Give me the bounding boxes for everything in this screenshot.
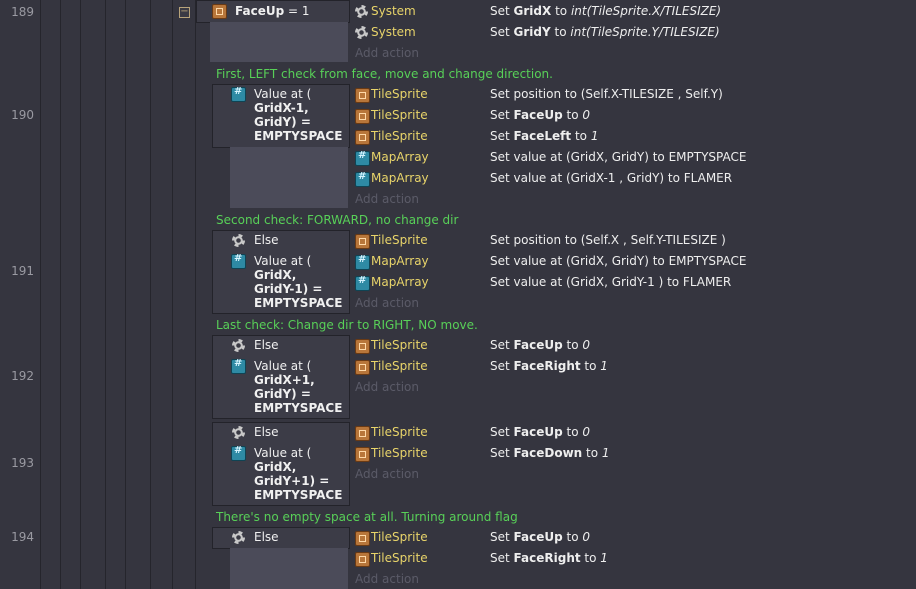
add-action-link[interactable]: Add action bbox=[355, 192, 419, 206]
maparray-icon bbox=[355, 254, 370, 270]
object-tilesprite[interactable]: TileSprite bbox=[371, 425, 428, 439]
condition-value-at[interactable]: Value at (GridX,GridY+1) =EMPTYSPACE bbox=[254, 446, 343, 502]
tilesprite-icon bbox=[355, 552, 370, 567]
object-tilesprite[interactable]: TileSprite bbox=[371, 446, 428, 460]
object-maparray[interactable]: MapArray bbox=[371, 150, 429, 164]
condition-else[interactable]: Else bbox=[254, 530, 279, 544]
object-maparray[interactable]: MapArray bbox=[371, 254, 429, 268]
action-set-value-flamer[interactable]: Set value at (GridX, GridY-1 ) to FLAMER bbox=[490, 275, 732, 289]
condition-value-at[interactable]: Value at (GridX,GridY-1) =EMPTYSPACE bbox=[254, 254, 343, 310]
action-set-facedown[interactable]: Set FaceDown to 1 bbox=[490, 446, 610, 460]
indent-guide bbox=[80, 0, 81, 589]
object-tilesprite[interactable]: TileSprite bbox=[371, 108, 428, 122]
object-tilesprite[interactable]: TileSprite bbox=[371, 359, 428, 373]
action-set-faceup[interactable]: Set FaceUp to 0 bbox=[490, 338, 591, 352]
action-set-faceright[interactable]: Set FaceRight to 1 bbox=[490, 359, 608, 373]
object-tilesprite[interactable]: TileSprite bbox=[371, 338, 428, 352]
object-maparray[interactable]: MapArray bbox=[371, 171, 429, 185]
object-system[interactable]: System bbox=[371, 4, 416, 18]
object-system[interactable]: System bbox=[371, 25, 416, 39]
action-set-position[interactable]: Set position to (Self.X-TILESIZE , Self.… bbox=[490, 87, 723, 101]
tilesprite-icon bbox=[355, 531, 370, 546]
collapse-toggle-icon[interactable]: − bbox=[179, 6, 190, 18]
comment[interactable]: There's no empty space at all. Turning a… bbox=[216, 510, 518, 524]
condition-area-empty[interactable] bbox=[230, 548, 348, 589]
condition-area-empty[interactable] bbox=[230, 147, 348, 208]
maparray-icon bbox=[355, 171, 370, 187]
maparray-icon bbox=[231, 445, 246, 461]
action-set-faceup[interactable]: Set FaceUp to 0 bbox=[490, 530, 591, 544]
maparray-icon bbox=[231, 358, 246, 374]
line-number: 191 bbox=[11, 264, 34, 278]
tilesprite-icon bbox=[355, 426, 370, 441]
object-tilesprite[interactable]: TileSprite bbox=[371, 551, 428, 565]
line-number: 194 bbox=[11, 530, 34, 544]
system-gear-icon bbox=[232, 426, 245, 439]
comment[interactable]: Last check: Change dir to RIGHT, NO move… bbox=[216, 318, 478, 332]
condition-area-empty[interactable] bbox=[210, 22, 348, 62]
indent-guide bbox=[172, 0, 173, 589]
system-gear-icon bbox=[232, 234, 245, 247]
maparray-icon bbox=[355, 275, 370, 291]
condition-value-at[interactable]: Value at (GridX+1,GridY) =EMPTYSPACE bbox=[254, 359, 343, 415]
tilesprite-icon bbox=[212, 4, 227, 19]
system-gear-icon bbox=[232, 339, 245, 352]
maparray-icon bbox=[231, 253, 246, 269]
condition-value-at[interactable]: Value at (GridX-1,GridY) =EMPTYSPACE bbox=[254, 87, 343, 143]
object-tilesprite[interactable]: TileSprite bbox=[371, 129, 428, 143]
add-action-link[interactable]: Add action bbox=[355, 572, 419, 586]
condition-else[interactable]: Else bbox=[254, 338, 279, 352]
action-set-position[interactable]: Set position to (Self.X , Self.Y-TILESIZ… bbox=[490, 233, 726, 247]
action-set-faceright[interactable]: Set FaceRight to 1 bbox=[490, 551, 608, 565]
indent-guide bbox=[125, 0, 126, 589]
comment[interactable]: Second check: FORWARD, no change dir bbox=[216, 213, 459, 227]
add-action-link[interactable]: Add action bbox=[355, 46, 419, 60]
condition-else[interactable]: Else bbox=[254, 233, 279, 247]
line-number: 189 bbox=[11, 5, 34, 19]
tilesprite-icon bbox=[355, 339, 370, 354]
condition-block-else-value-at[interactable] bbox=[212, 230, 350, 314]
indent-guide bbox=[105, 0, 106, 589]
line-number: 190 bbox=[11, 108, 34, 122]
action-set-faceup[interactable]: Set FaceUp to 0 bbox=[490, 425, 591, 439]
line-number: 193 bbox=[11, 456, 34, 470]
condition-faceup[interactable]: FaceUp = 1 bbox=[235, 4, 310, 18]
object-maparray[interactable]: MapArray bbox=[371, 275, 429, 289]
system-gear-icon bbox=[232, 531, 245, 544]
object-tilesprite[interactable]: TileSprite bbox=[371, 87, 428, 101]
indent-guide bbox=[40, 0, 41, 589]
indent-guide bbox=[60, 0, 61, 589]
action-set-gridy[interactable]: Set GridY to int(TileSprite.Y/TILESIZE) bbox=[490, 25, 720, 39]
add-action-link[interactable]: Add action bbox=[355, 467, 419, 481]
tilesprite-icon bbox=[355, 109, 370, 124]
line-number: 192 bbox=[11, 369, 34, 383]
tilesprite-icon bbox=[355, 360, 370, 375]
indent-guide bbox=[195, 0, 196, 589]
action-set-gridx[interactable]: Set GridX to int(TileSprite.X/TILESIZE) bbox=[490, 4, 722, 18]
condition-else[interactable]: Else bbox=[254, 425, 279, 439]
add-action-link[interactable]: Add action bbox=[355, 380, 419, 394]
tilesprite-icon bbox=[355, 88, 370, 103]
system-gear-icon bbox=[355, 5, 368, 18]
add-action-link[interactable]: Add action bbox=[355, 296, 419, 310]
tilesprite-icon bbox=[355, 130, 370, 145]
action-set-value-flamer[interactable]: Set value at (GridX-1 , GridY) to FLAMER bbox=[490, 171, 733, 185]
system-gear-icon bbox=[355, 26, 368, 39]
maparray-icon bbox=[355, 150, 370, 166]
maparray-icon bbox=[231, 86, 246, 102]
action-set-faceleft[interactable]: Set FaceLeft to 1 bbox=[490, 129, 599, 143]
action-set-value-empty[interactable]: Set value at (GridX, GridY) to EMPTYSPAC… bbox=[490, 254, 747, 268]
tilesprite-icon bbox=[355, 234, 370, 249]
object-tilesprite[interactable]: TileSprite bbox=[371, 233, 428, 247]
object-tilesprite[interactable]: TileSprite bbox=[371, 530, 428, 544]
tilesprite-icon bbox=[355, 447, 370, 462]
comment[interactable]: First, LEFT check from face, move and ch… bbox=[216, 67, 553, 81]
action-set-faceup[interactable]: Set FaceUp to 0 bbox=[490, 108, 591, 122]
line-number-gutter bbox=[0, 0, 40, 589]
indent-guide bbox=[150, 0, 151, 589]
action-set-value-empty[interactable]: Set value at (GridX, GridY) to EMPTYSPAC… bbox=[490, 150, 747, 164]
